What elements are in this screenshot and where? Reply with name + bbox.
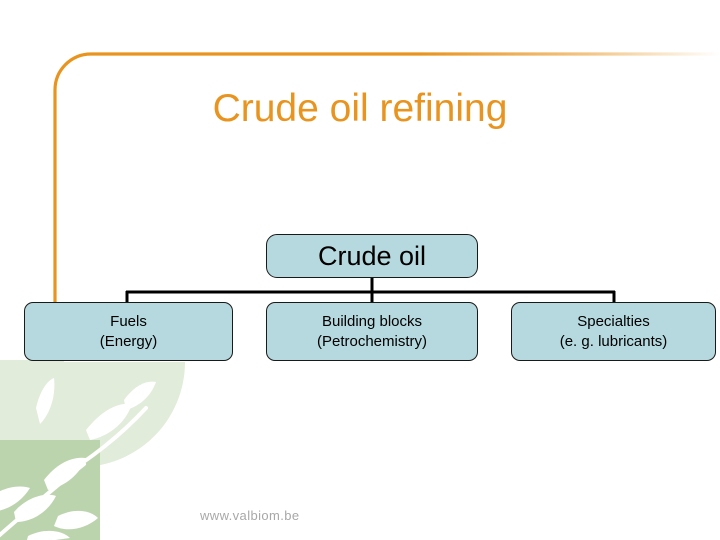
node-crude-oil-label: Crude oil (317, 241, 427, 271)
node-fuels-line2: (Energy) (99, 332, 158, 350)
node-specialties[interactable]: Specialties (e. g. lubricants) (511, 302, 716, 361)
node-building-blocks[interactable]: Building blocks (Petrochemistry) (266, 302, 478, 361)
node-specialties-line1: Specialties (577, 312, 650, 330)
node-fuels[interactable]: Fuels (Energy) (24, 302, 233, 361)
node-fuels-line1: Fuels (110, 312, 147, 330)
node-building-blocks-line2: (Petrochemistry) (316, 332, 428, 350)
footer-url: www.valbiom.be (200, 508, 300, 523)
leaf-watermark-icon (0, 360, 185, 540)
page-title: Crude oil refining (212, 87, 508, 130)
node-building-blocks-line1: Building blocks (321, 312, 423, 330)
node-specialties-line2: (e. g. lubricants) (559, 332, 668, 350)
node-crude-oil[interactable]: Crude oil (266, 234, 478, 278)
